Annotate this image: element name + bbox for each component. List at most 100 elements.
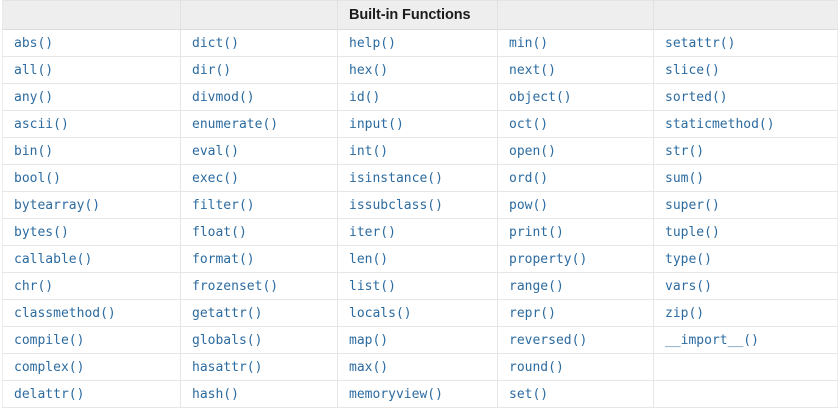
table-cell: delattr() [2,380,181,408]
table-cell: repr() [497,299,654,327]
table-cell: str() [653,137,838,165]
function-link[interactable]: hasattr() [192,360,263,375]
function-link[interactable]: isinstance() [349,171,443,186]
function-link[interactable]: classmethod() [14,306,116,321]
table-cell: input() [337,110,498,138]
function-link[interactable]: slice() [665,63,720,78]
table-cell: type() [653,245,838,273]
function-link[interactable]: memoryview() [349,387,443,402]
function-link[interactable]: enumerate() [192,117,279,132]
function-link[interactable]: float() [192,225,247,240]
function-link[interactable]: open() [509,144,556,159]
function-link[interactable]: str() [665,144,705,159]
function-link[interactable]: max() [349,360,389,375]
function-link[interactable]: min() [509,36,549,51]
function-link[interactable]: repr() [509,306,556,321]
function-link[interactable]: divmod() [192,90,255,105]
table-cell: set() [497,380,654,408]
function-link[interactable]: sum() [665,171,705,186]
function-link[interactable]: help() [349,36,396,51]
function-link[interactable]: zip() [665,306,705,321]
function-link[interactable]: bytearray() [14,198,101,213]
table-cell: setattr() [653,29,838,57]
function-link[interactable]: range() [509,279,564,294]
function-link[interactable]: tuple() [665,225,720,240]
table-cell: float() [180,218,338,246]
table-row: classmethod() getattr() locals() repr() zip(… [2,299,838,327]
function-link[interactable]: input() [349,117,404,132]
function-link[interactable]: bool() [14,171,61,186]
function-link[interactable]: filter() [192,198,255,213]
function-link[interactable]: callable() [14,252,93,267]
table-cell: __import__() [653,326,838,354]
builtin-functions-table: Built-in Functions abs() dict() help() min(… [2,0,838,408]
function-link[interactable]: locals() [349,306,412,321]
table-row: delattr() hash() memoryview() set() [2,380,838,408]
function-link[interactable]: print() [509,225,564,240]
function-link[interactable]: frozenset() [192,279,279,294]
table-cell: id() [337,83,498,111]
function-link[interactable]: setattr() [665,36,736,51]
function-link[interactable]: delattr() [14,387,85,402]
function-link[interactable]: list() [349,279,396,294]
function-link[interactable]: dir() [192,63,232,78]
function-link[interactable]: staticmethod() [665,117,775,132]
function-link[interactable]: globals() [192,333,263,348]
function-link[interactable]: exec() [192,171,239,186]
function-link[interactable]: iter() [349,225,396,240]
table-bottom-rule [2,407,837,408]
table-cell: globals() [180,326,338,354]
function-link[interactable]: compile() [14,333,85,348]
function-link[interactable]: chr() [14,279,54,294]
table-cell: isinstance() [337,164,498,192]
table-row: bytearray() filter() issubclass() pow() supe… [2,191,838,219]
function-link[interactable]: any() [14,90,54,105]
function-link[interactable]: bytes() [14,225,69,240]
function-link[interactable]: pow() [509,198,549,213]
function-link[interactable]: dict() [192,36,239,51]
function-link[interactable]: sorted() [665,90,728,105]
function-link[interactable]: getattr() [192,306,263,321]
table-cell: oct() [497,110,654,138]
function-link[interactable]: hex() [349,63,389,78]
function-link[interactable]: id() [349,90,381,105]
function-link[interactable]: len() [349,252,389,267]
function-link[interactable]: eval() [192,144,239,159]
function-link[interactable]: __import__() [665,333,759,348]
table-title: Built-in Functions [337,0,498,30]
table-cell: exec() [180,164,338,192]
function-link[interactable]: ord() [509,171,549,186]
function-link[interactable]: reversed() [509,333,588,348]
function-link[interactable]: int() [349,144,389,159]
function-link[interactable]: map() [349,333,389,348]
function-link[interactable]: hash() [192,387,239,402]
function-link[interactable]: all() [14,63,54,78]
function-link[interactable]: ascii() [14,117,69,132]
header-cell-2 [180,0,338,30]
table-row: bytes() float() iter() print() tuple() [2,218,838,246]
table-cell: slice() [653,56,838,84]
function-link[interactable]: object() [509,90,572,105]
function-link[interactable]: round() [509,360,564,375]
table-cell: callable() [2,245,181,273]
function-link[interactable]: format() [192,252,255,267]
function-link[interactable]: abs() [14,36,54,51]
function-link[interactable]: property() [509,252,588,267]
table-cell: min() [497,29,654,57]
function-link[interactable]: complex() [14,360,85,375]
table-cell [653,353,838,381]
function-link[interactable]: next() [509,63,556,78]
table-cell: reversed() [497,326,654,354]
function-link[interactable]: oct() [509,117,549,132]
table-cell: pow() [497,191,654,219]
function-link[interactable]: type() [665,252,712,267]
function-link[interactable]: set() [509,387,549,402]
function-link[interactable]: issubclass() [349,198,443,213]
function-link[interactable]: bin() [14,144,54,159]
table-header: Built-in Functions [2,0,838,30]
table-cell: int() [337,137,498,165]
function-link[interactable]: vars() [665,279,712,294]
function-link[interactable]: super() [665,198,720,213]
table-header-row: Built-in Functions [2,0,838,30]
